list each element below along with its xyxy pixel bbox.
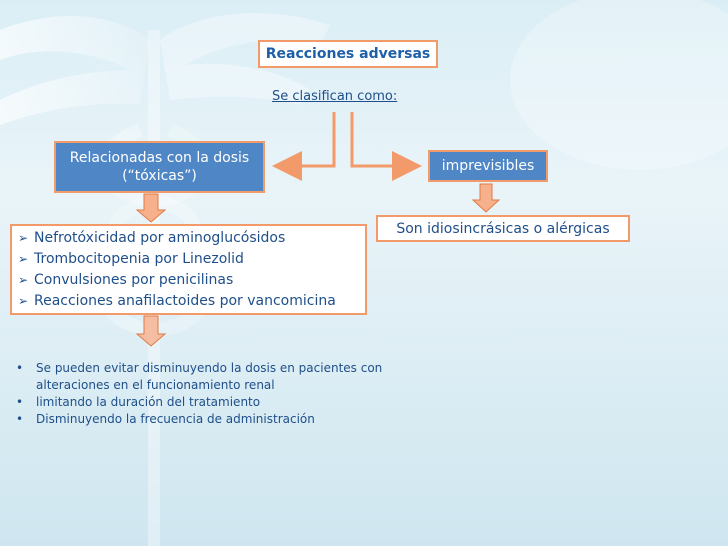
bullet-icon: •	[16, 412, 24, 426]
down-arrow-list	[135, 315, 167, 347]
unpredictable-box: imprevisibles	[428, 150, 548, 182]
chevron-right-icon: ➢	[18, 231, 29, 245]
list-item: ➢ Reacciones anafilactoides por vancomici…	[18, 291, 359, 312]
chevron-right-icon: ➢	[18, 273, 29, 287]
bullet-icon: •	[16, 361, 24, 375]
list-item: • limitando la duración del tratamiento	[16, 394, 416, 411]
list-item-text: Trombocitopenia por Linezolid	[34, 251, 244, 267]
connector-left	[272, 112, 336, 181]
dose-related-line1: Relacionadas con la dosis	[69, 150, 250, 166]
list-item: ➢ Convulsiones por penicilinas	[18, 270, 359, 291]
list-item-text: Nefrotóxicidad por aminoglucósidos	[34, 230, 286, 246]
notes-list: • Se pueden evitar disminuyendo la dosis…	[16, 360, 416, 428]
note-text: Disminuyendo la frecuencia de administra…	[36, 412, 315, 426]
list-item: ➢ Trombocitopenia por Linezolid	[18, 249, 359, 270]
idiosyncratic-box: Son idiosincrásicas o alérgicas	[376, 215, 630, 242]
examples-list: ➢ Nefrotóxicidad por aminoglucósidos ➢ Tro…	[18, 228, 359, 312]
chevron-right-icon: ➢	[18, 252, 29, 266]
list-item-text: Convulsiones por penicilinas	[34, 272, 234, 288]
note-text: limitando la duración del tratamiento	[36, 395, 261, 409]
note-text: Se pueden evitar disminuyendo la dosis e…	[36, 361, 383, 392]
classification-label: Se clasifican como:	[272, 89, 398, 104]
dose-related-line2: (“tóxicas”)	[122, 168, 197, 184]
unpredictable-text: imprevisibles	[441, 158, 535, 174]
connector-right	[350, 112, 422, 181]
chevron-right-icon: ➢	[18, 294, 29, 308]
title-text: Reacciones adversas	[265, 46, 431, 62]
down-arrow-left	[135, 193, 167, 223]
down-arrow-right	[471, 183, 501, 213]
bullet-icon: •	[16, 395, 24, 409]
dose-related-box: Relacionadas con la dosis (“tóxicas”)	[54, 141, 265, 193]
list-item: • Se pueden evitar disminuyendo la dosis…	[16, 360, 416, 394]
idiosyncratic-text: Son idiosincrásicas o alérgicas	[396, 220, 610, 237]
list-item-text: Reacciones anafilactoides por vancomicin…	[34, 293, 336, 309]
list-item: ➢ Nefrotóxicidad por aminoglucósidos	[18, 228, 359, 249]
list-item: • Disminuyendo la frecuencia de administ…	[16, 411, 416, 428]
title-box: Reacciones adversas	[258, 40, 438, 68]
examples-box: ➢ Nefrotóxicidad por aminoglucósidos ➢ Tro…	[10, 224, 367, 315]
